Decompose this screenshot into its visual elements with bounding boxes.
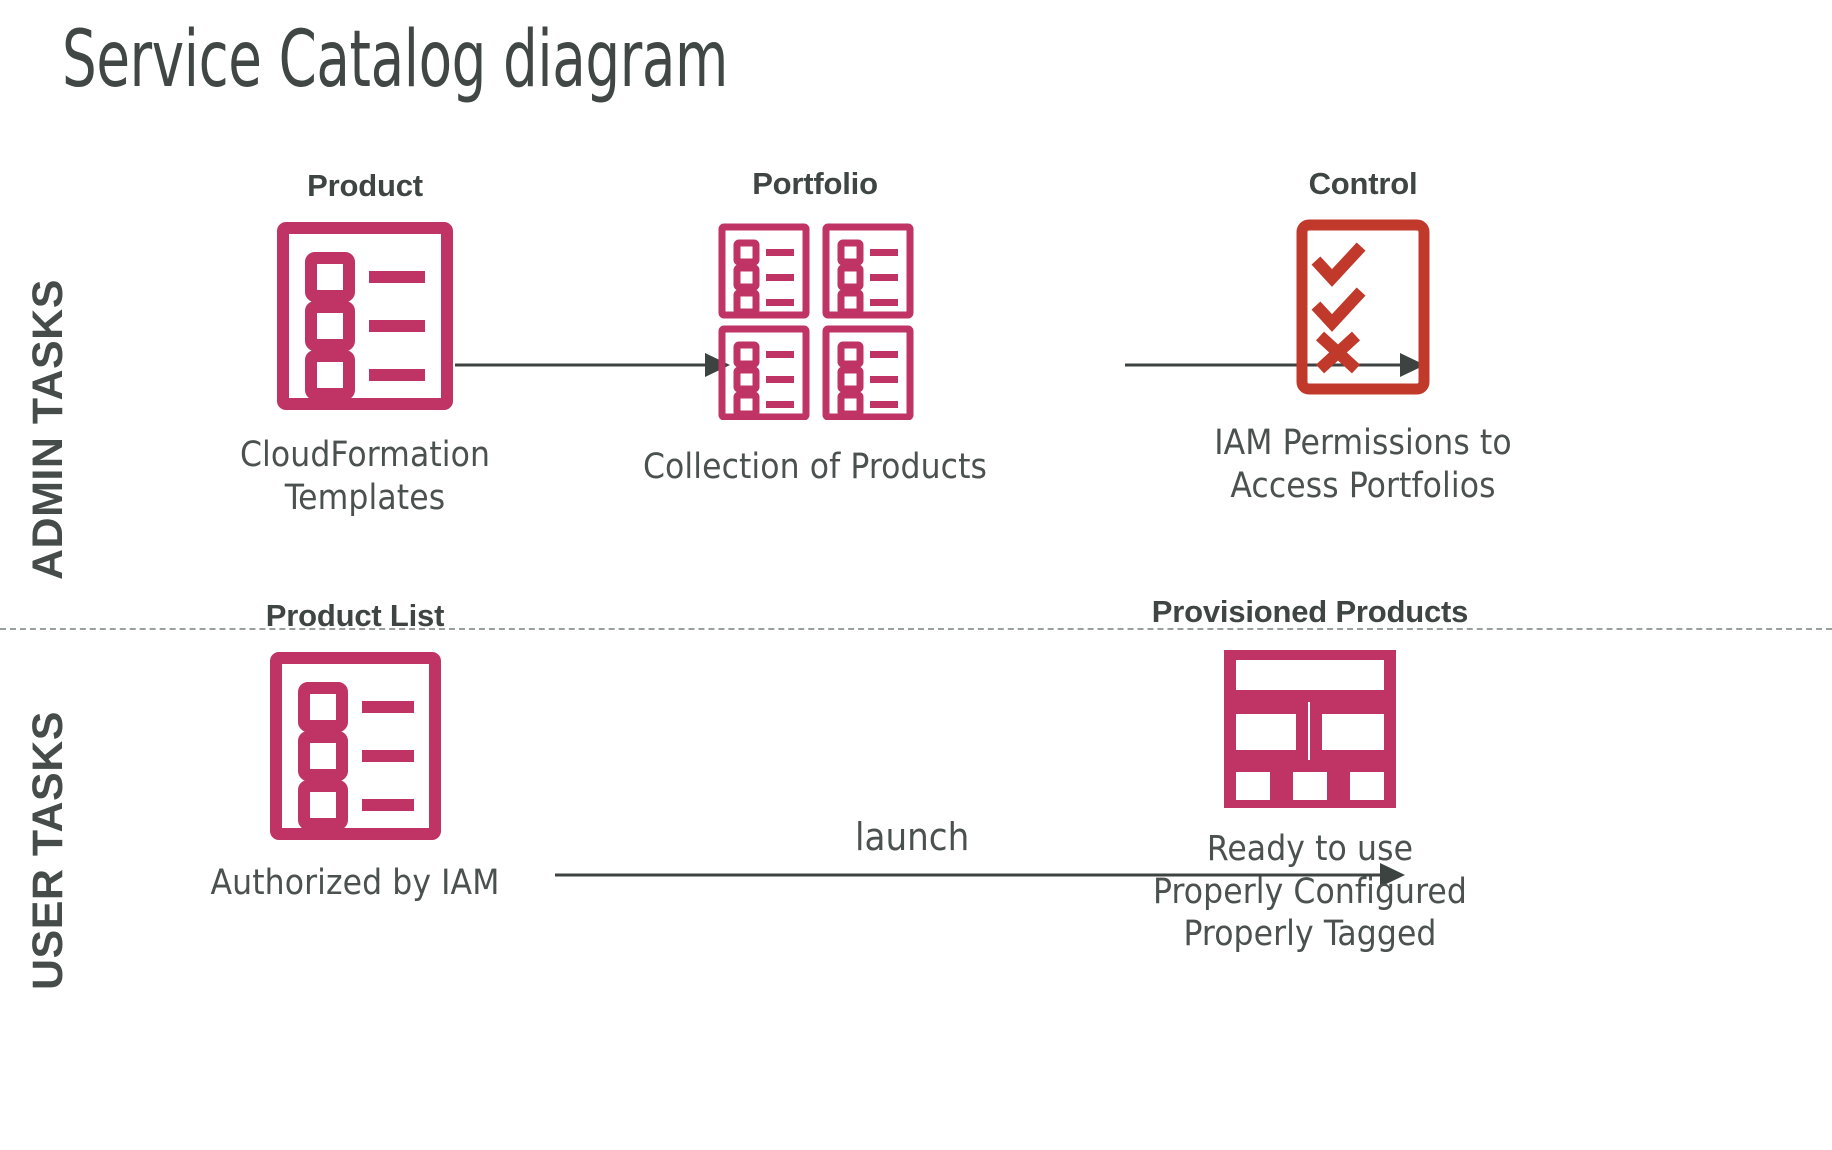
page-title: Service Catalog diagram <box>62 15 728 105</box>
node-product-caption: CloudFormation Templates <box>239 435 491 518</box>
checklist-document-icon <box>200 220 530 412</box>
node-product-list-title: Product List <box>265 598 445 633</box>
node-provisioned-products[interactable]: Provisioned Products Ready to use Proper… <box>1145 594 1475 956</box>
row-label-admin-tasks: ADMIN TASKS <box>24 279 72 580</box>
arrow-product-to-portfolio <box>455 345 730 390</box>
node-provisioned-products-title: Provisioned Products <box>1151 594 1469 629</box>
arrow-label-launch: launch <box>855 815 970 859</box>
node-control-caption: IAM Permissions to Access Portfolios <box>1214 423 1512 506</box>
node-product-title: Product <box>307 168 423 203</box>
node-product-list-caption: Authorized by IAM <box>210 863 500 903</box>
checklist-document-grid-icon <box>650 220 980 420</box>
node-control-title: Control <box>1308 166 1418 201</box>
checklist-approval-icon <box>1198 218 1528 396</box>
node-portfolio-title: Portfolio <box>752 166 878 201</box>
checklist-document-icon <box>190 650 520 842</box>
node-product[interactable]: Product CloudFormation Templates <box>200 168 530 519</box>
layout-blocks-icon <box>1145 650 1475 808</box>
row-divider <box>0 628 1832 630</box>
node-control[interactable]: Control IAM Permissions to Access Portfo… <box>1198 166 1528 507</box>
arrow-list-to-provisioned <box>555 855 1405 900</box>
node-provisioned-products-caption: Ready to use Properly Configured Properl… <box>1153 829 1467 955</box>
node-product-list[interactable]: Product List Authorized by IAM <box>190 598 520 905</box>
row-label-user-tasks: USER TASKS <box>24 711 72 990</box>
node-portfolio[interactable]: Portfolio <box>643 166 987 489</box>
node-portfolio-caption: Collection of Products <box>642 447 988 487</box>
